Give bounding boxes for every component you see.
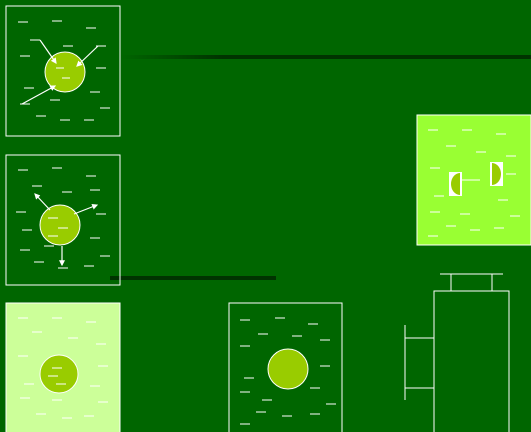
- split-cell-right-half: [490, 162, 503, 186]
- cell-circle: [40, 355, 78, 393]
- panel-light-solution: [6, 303, 120, 432]
- divider-line-middle: [110, 276, 276, 280]
- cell-circle: [45, 52, 85, 92]
- split-cell-left-half: [449, 172, 462, 196]
- cell-circle: [40, 205, 80, 245]
- divider-line-top: [120, 55, 531, 59]
- panel-split-cell: [417, 115, 531, 245]
- cell-circle: [268, 349, 308, 389]
